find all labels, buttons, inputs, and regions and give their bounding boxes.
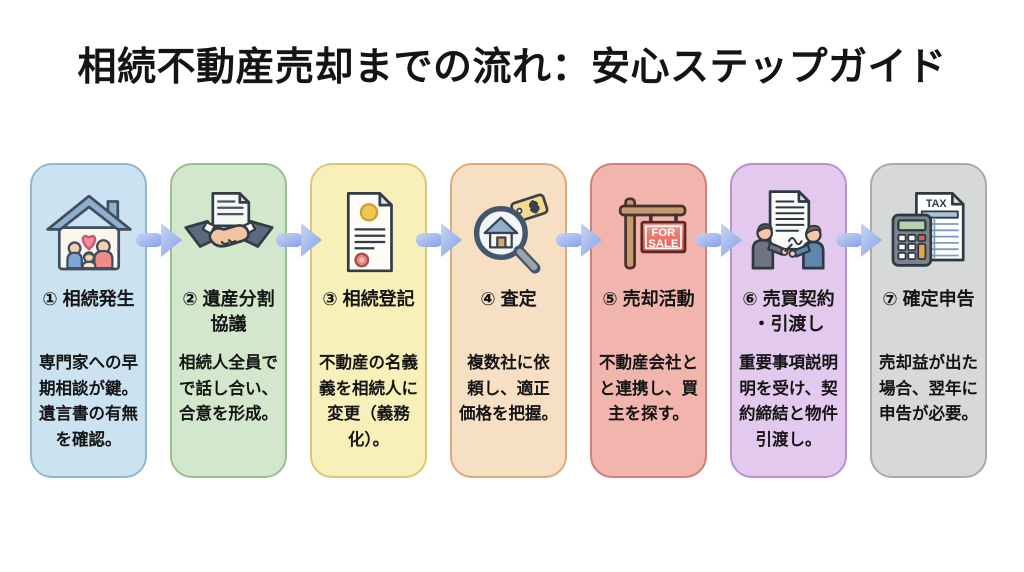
handshake-document-icon bbox=[183, 192, 274, 248]
flow-arrow-2 bbox=[276, 163, 322, 478]
step-card-sales-activity: FOR SALE ⑤ 売却活動 不動産会社と と連携し、買 主を探す。 bbox=[590, 163, 707, 478]
step-title: ② 遺産分割 協議 bbox=[182, 289, 275, 334]
step-card-contract-handover: ⑥ 売買契約 ・引渡し 重要事項説明 明を受け、契 約締結と物件 引渡し。 bbox=[730, 163, 847, 478]
flow-arrow-5 bbox=[696, 163, 742, 478]
step-card-inheritance-registration: ③ 相続登記 不動産の名義 義を相続人に 変更（義務 化）。 bbox=[310, 163, 427, 478]
sign-text-line-2: SALE bbox=[648, 238, 679, 250]
step-description: 相続人全員で で話し合い、 合意を形成。 bbox=[179, 354, 278, 423]
arrow-right-icon bbox=[556, 223, 602, 257]
flow-arrow-3 bbox=[416, 163, 462, 478]
step-title: ⑦ 確定申告 bbox=[882, 289, 975, 309]
process-flow: ① 相続発生 専門家への早 期相談が鍵。 遺言書の有無 を確認。 bbox=[30, 163, 987, 478]
flow-arrow-4 bbox=[556, 163, 602, 478]
arrow-right-icon bbox=[276, 223, 322, 257]
step-description: 不動産会社と と連携し、買 主を探す。 bbox=[599, 354, 698, 423]
certificate-seal-icon bbox=[346, 192, 393, 273]
step-card-estate-division: ② 遺産分割 協議 相続人全員で で話し合い、 合意を形成。 bbox=[170, 163, 287, 478]
step-title: ⑤ 売却活動 bbox=[602, 289, 695, 309]
tax-calculator-icon: TAX bbox=[891, 192, 965, 267]
for-sale-sign-icon: FOR SALE bbox=[618, 197, 686, 270]
house-appraisal-magnifier-icon: $ bbox=[473, 193, 549, 274]
arrow-right-icon bbox=[136, 223, 182, 257]
sign-text-line-1: FOR bbox=[651, 227, 675, 239]
step-title: ⑥ 売買契約 ・引渡し bbox=[742, 289, 835, 334]
step-card-inheritance-start: ① 相続発生 専門家への早 期相談が鍵。 遺言書の有無 を確認。 bbox=[30, 163, 147, 478]
step-title: ① 相続発生 bbox=[42, 289, 135, 309]
step-title: ③ 相続登記 bbox=[322, 289, 415, 309]
step-description: 複数社に依 頼し、適正 価格を把握。 bbox=[459, 354, 558, 423]
step-description: 専門家への早 期相談が鍵。 遺言書の有無 を確認。 bbox=[39, 354, 138, 449]
page-title: 相続不動産売却までの流れ：安心ステップガイド bbox=[77, 46, 947, 89]
step-card-tax-return: TAX bbox=[870, 163, 987, 478]
tax-doc-label: TAX bbox=[925, 198, 947, 210]
flow-arrow-1 bbox=[136, 163, 182, 478]
step-description: 不動産の名義 義を相続人に 変更（義務 化）。 bbox=[319, 354, 418, 449]
flow-arrow-6 bbox=[836, 163, 882, 478]
arrow-right-icon bbox=[416, 223, 462, 257]
arrow-right-icon bbox=[836, 223, 882, 257]
step-title: ④ 査定 bbox=[480, 289, 537, 309]
step-description: 売却益が出た 場合、翌年に 申告が必要。 bbox=[879, 354, 978, 423]
contract-signing-icon bbox=[751, 190, 825, 270]
step-description: 重要事項説明 明を受け、契 約締結と物件 引渡し。 bbox=[739, 354, 838, 449]
arrow-right-icon bbox=[696, 223, 742, 257]
house-family-icon bbox=[45, 194, 132, 271]
step-card-appraisal: $ ④ 査定 複数社に依 頼し、適正 価格を把握。 bbox=[450, 163, 567, 478]
